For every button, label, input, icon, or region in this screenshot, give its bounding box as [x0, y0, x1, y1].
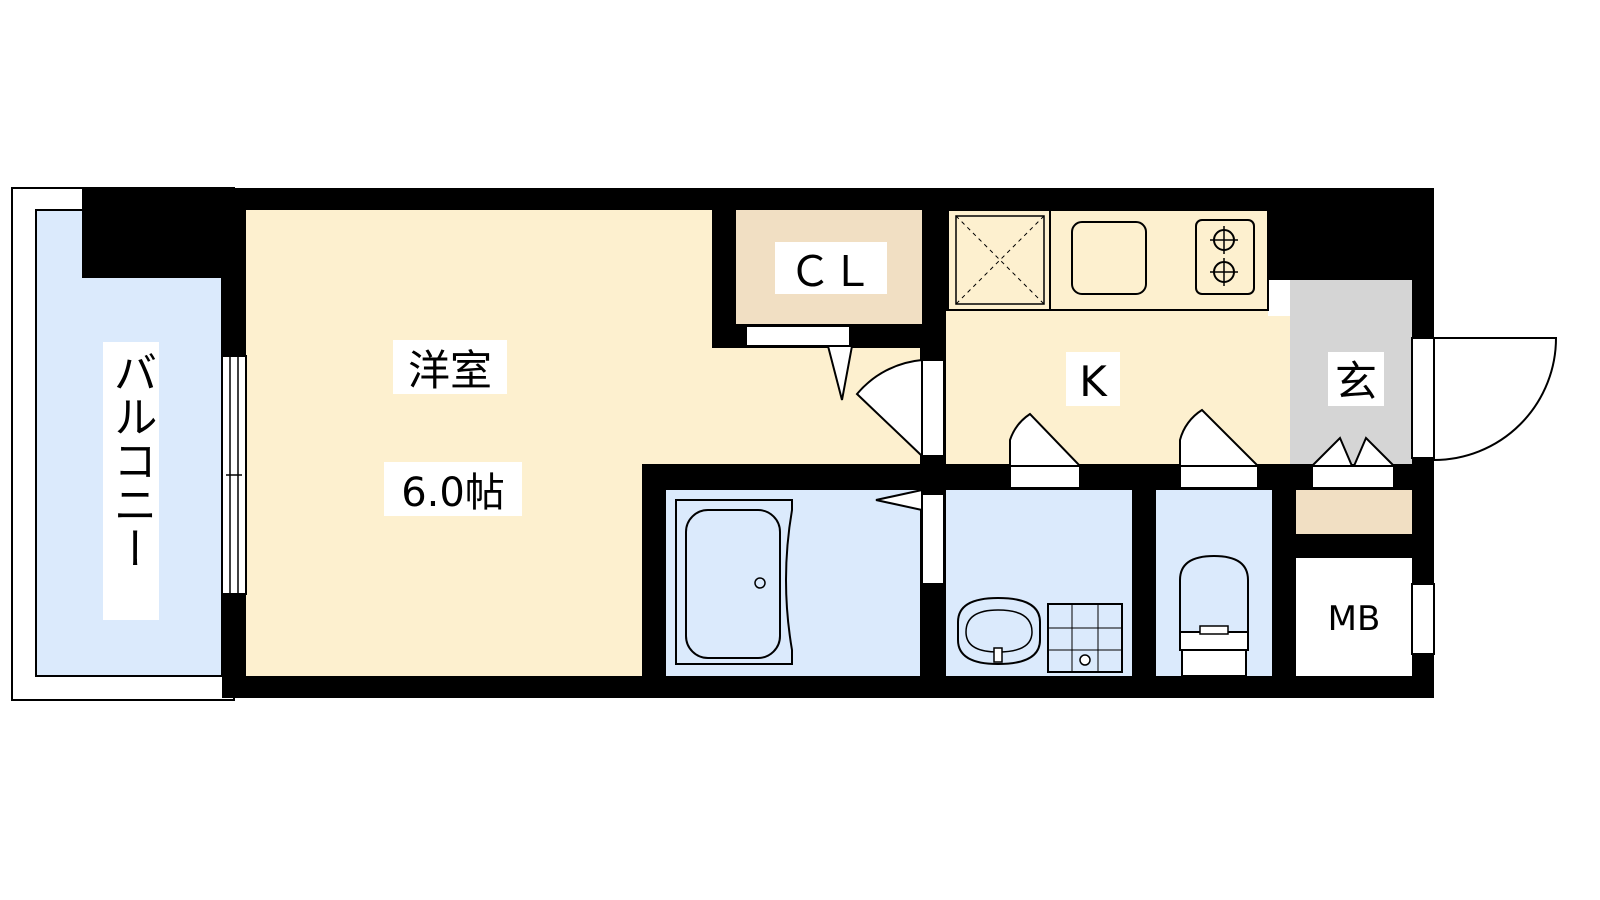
toilet-icon — [1179, 554, 1249, 677]
meter-box — [1296, 558, 1412, 676]
shoe-storage-door — [1309, 436, 1397, 489]
closet-door-leaf — [826, 345, 854, 401]
closet-label-bg — [775, 242, 887, 294]
washbasin-icon — [957, 596, 1041, 666]
interior-wall-v3 — [1132, 490, 1156, 678]
bathtub-icon — [675, 499, 793, 665]
interior-wall-v2 — [642, 464, 666, 678]
western-room-size: 6.0帖 — [401, 470, 505, 516]
bathroom-door — [875, 488, 945, 585]
entrance-label: 玄 — [1335, 357, 1377, 406]
entrance-step — [1304, 280, 1412, 316]
balcony-label-bg — [103, 342, 159, 620]
stove-icon — [1195, 219, 1255, 295]
washing-machine-pan-icon — [1047, 603, 1123, 673]
closet-label: ＣＬ — [789, 247, 873, 296]
western-room — [246, 210, 920, 676]
kitchen-label-bg — [1066, 352, 1120, 406]
entrance-door — [1411, 337, 1558, 462]
kitchen-label: K — [1079, 357, 1108, 406]
meter-box-label: MB — [1328, 599, 1381, 639]
shoe-storage — [1296, 490, 1412, 534]
entrance-label-bg — [1328, 352, 1384, 406]
toilet-door — [1179, 408, 1261, 489]
kitchen-counter — [945, 209, 1269, 311]
western-room-size-bg — [384, 462, 522, 516]
refrigerator-space-icon — [947, 209, 1051, 311]
closet-door — [745, 325, 851, 347]
balcony-window — [221, 355, 247, 595]
interior-wall-v4 — [1272, 490, 1296, 678]
balcony-label: バルコニー — [106, 350, 157, 570]
western-room-label-bg — [393, 340, 507, 394]
interior-wall-h2 — [1296, 534, 1412, 558]
sink-icon — [1071, 221, 1147, 295]
mb-window — [1411, 583, 1435, 655]
western-room-door — [855, 358, 945, 459]
washroom-door — [1009, 412, 1083, 489]
western-room-label: 洋室 — [408, 346, 492, 395]
